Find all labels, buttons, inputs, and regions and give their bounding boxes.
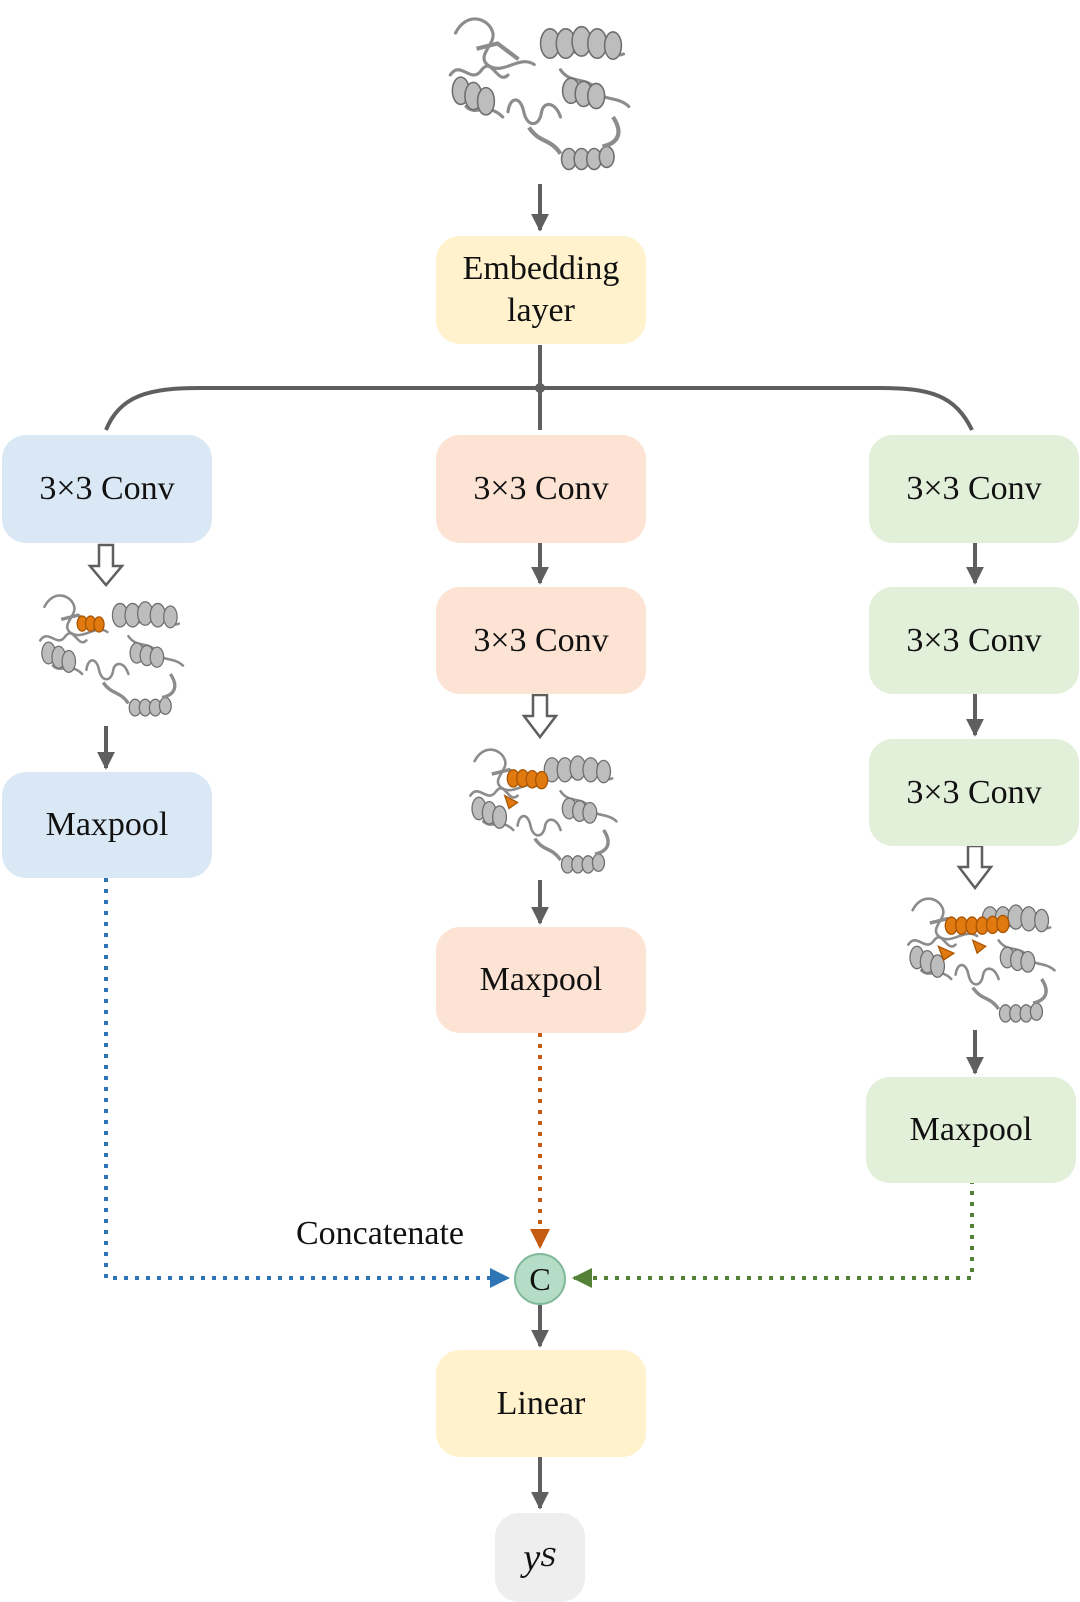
right-maxpool-box: Maxpool: [866, 1077, 1076, 1183]
concatenate-label: Concatenate: [296, 1215, 465, 1252]
concatenate-symbol: C: [529, 1260, 551, 1297]
output-subscript: S: [540, 1543, 557, 1572]
protein-structure-highlight-icon: [468, 747, 619, 875]
hollow-arrow-down-icon: [521, 693, 559, 740]
hollow-arrow-down-icon: [956, 844, 994, 891]
input-protein-icon: [450, 19, 629, 170]
right-conv2-box: 3×3 Conv: [869, 587, 1079, 694]
hollow-arrow-down-icon: [87, 543, 125, 587]
left-conv-box: 3×3 Conv: [2, 435, 212, 543]
branch-junction: [535, 383, 545, 393]
linear-box: Linear: [436, 1350, 646, 1457]
middle-conv1-box: 3×3 Conv: [436, 435, 646, 543]
output-symbol: y: [523, 1536, 541, 1579]
left-concat-path: [104, 878, 510, 1288]
protein-structure-highlight-icon: [906, 896, 1057, 1024]
protein-structure-highlight-icon: [38, 593, 185, 718]
right-concat-path: [572, 1180, 974, 1288]
middle-maxpool-box: Maxpool: [436, 927, 646, 1033]
right-conv1-box: 3×3 Conv: [869, 435, 1079, 543]
middle-conv2-box: 3×3 Conv: [436, 587, 646, 694]
embedding-layer-box: Embedding layer: [436, 236, 646, 344]
right-conv3-box: 3×3 Conv: [869, 739, 1079, 846]
left-maxpool-box: Maxpool: [2, 772, 212, 878]
concatenate-node: C: [514, 1253, 566, 1305]
